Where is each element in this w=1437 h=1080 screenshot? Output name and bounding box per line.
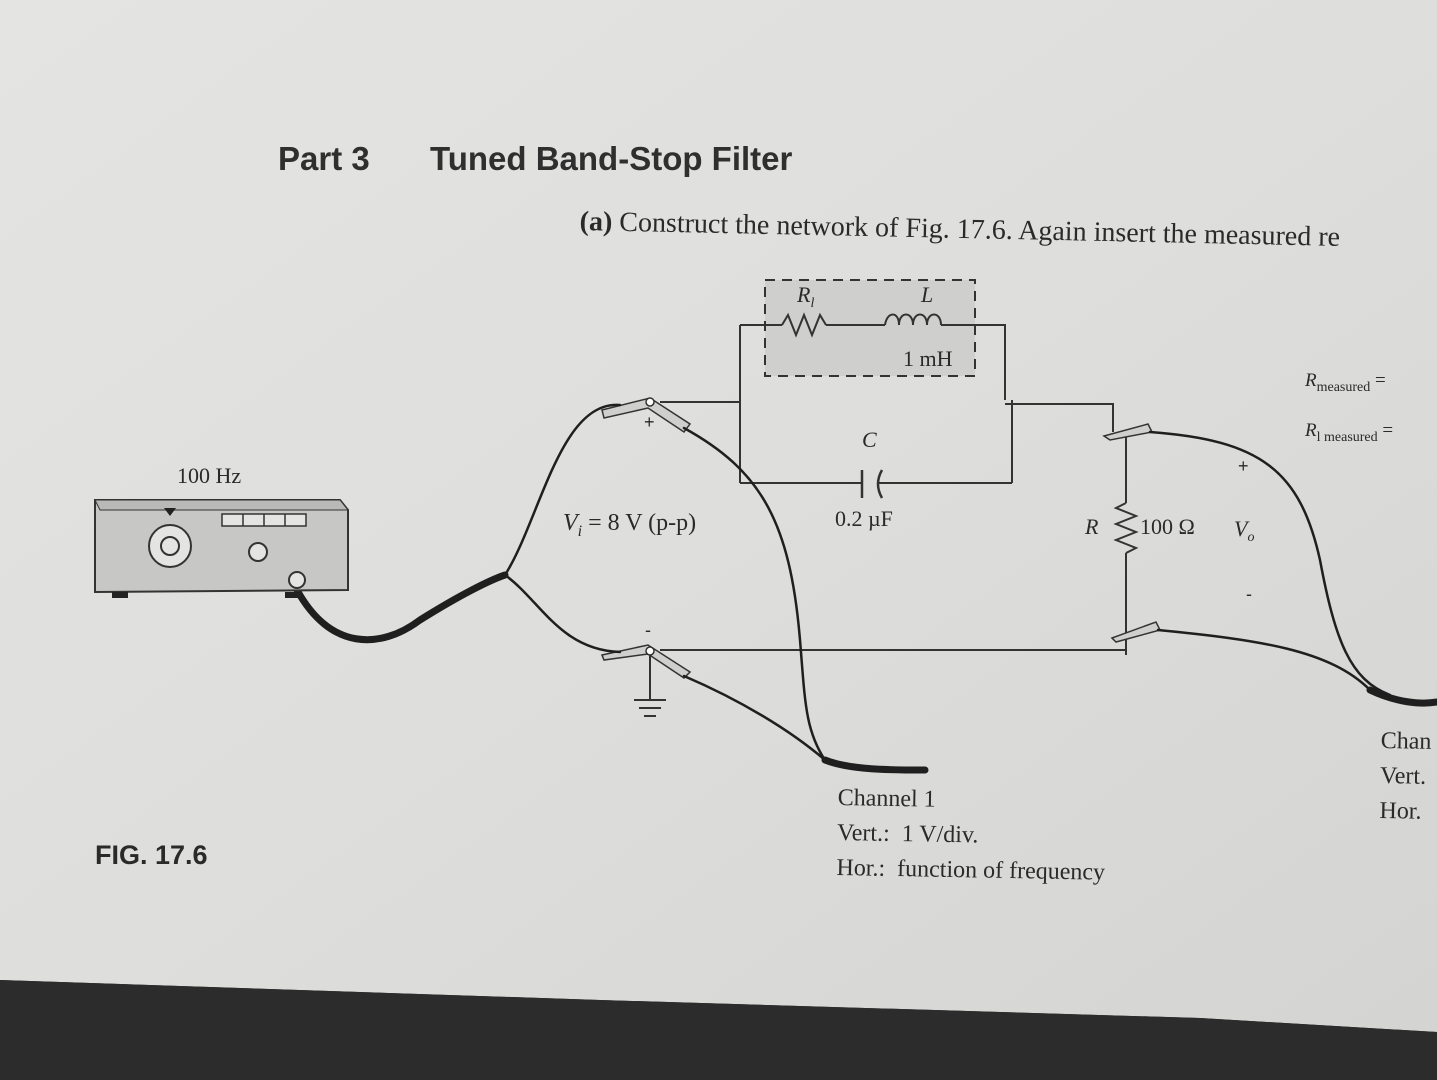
rl-measured-subscript: l measured (1316, 429, 1378, 445)
r-measured-eq: = (1375, 370, 1386, 391)
output-jack (288, 571, 306, 589)
vi-value: = 8 V (p-p) (588, 510, 697, 536)
figure-label: FIG. 17.6 (95, 840, 208, 870)
channel2-cable (1366, 686, 1437, 707)
rl-measured-label: Rl measured = (1305, 420, 1393, 446)
ground-lines (634, 699, 666, 717)
paper-sheet (0, 0, 1437, 1032)
capacitor-plate-curved (876, 469, 884, 499)
channel1-vert: Vert.: 1 V/div. (836, 819, 979, 849)
coil-box (764, 279, 976, 377)
frequency-dial-center (160, 536, 180, 556)
capacitor-label: C (862, 427, 877, 452)
r-measured-label: Rmeasured = (1305, 370, 1386, 396)
vo-subscript: o (1247, 530, 1255, 546)
clip-bottom-left (600, 644, 692, 679)
channel2-settings: Chan Vert. Hor. (1379, 724, 1437, 830)
lead-to-bottom-clip (503, 573, 622, 654)
instruction-label: (a) (579, 206, 613, 238)
function-generator (94, 499, 350, 598)
r-measured-symbol: R (1305, 370, 1317, 391)
top-wire-right (1005, 403, 1114, 432)
generator-foot-right (285, 592, 301, 598)
vi-subscript: i (577, 522, 583, 540)
section-title: Tuned Band-Stop Filter (430, 140, 793, 177)
scope-lead-1a (682, 426, 827, 762)
clip-junction-top (645, 397, 655, 407)
vo-minus-sign: - (1246, 584, 1252, 604)
generator-cable (293, 571, 509, 644)
channel2-title: Chan (1380, 727, 1432, 755)
inductor-symbol (884, 313, 942, 326)
scope-lead-2a (1148, 430, 1392, 697)
channel1-hor: Hor.: function of frequency (836, 854, 1106, 886)
capacitor-value: 0.2 µF (835, 506, 893, 531)
channel1-title: Channel 1 (837, 784, 936, 813)
rl-measured-eq: = (1382, 420, 1394, 441)
generator-top-edge (94, 499, 350, 511)
channel2-vert: Vert. (1379, 762, 1427, 790)
l-to-right (941, 324, 1006, 400)
lead-to-top-clip (503, 403, 622, 577)
generator-foot-left (112, 592, 128, 598)
rl-subscript: l (810, 296, 815, 312)
vo-label: Vo (1234, 516, 1254, 546)
table-surface (0, 980, 1437, 1080)
clip-junction-bottom (645, 646, 655, 656)
load-resistor-label: R (1085, 514, 1099, 539)
part-number: Part 3 (278, 140, 370, 177)
load-resistor-symbol (1113, 502, 1139, 554)
r-measured-subscript: measured (1316, 379, 1371, 395)
rl-symbol: R (797, 282, 811, 307)
vo-symbol: V (1234, 516, 1248, 541)
display-segments (242, 514, 286, 526)
rl-label: Rl (797, 282, 814, 312)
amplitude-knob (248, 542, 268, 562)
resistor-rl-symbol (781, 312, 827, 338)
vi-plus-sign: + (644, 412, 655, 432)
channel2-hor: Hor. (1379, 797, 1422, 825)
scope-lead-2b (1156, 628, 1372, 692)
channel1-settings: Channel 1 Vert.: 1 V/div. Hor.: function… (836, 781, 1106, 891)
vi-minus-sign: - (645, 620, 651, 640)
source-voltage: Vi = 8 V (p-p) (563, 510, 696, 542)
vo-plus-sign: + (1238, 456, 1249, 476)
l-value: 1 mH (903, 346, 953, 371)
scope-lead-1b (682, 674, 827, 762)
l-label: L (921, 282, 934, 307)
load-resistor-value: 100 Ω (1140, 514, 1195, 539)
rl-measured-symbol: R (1305, 420, 1317, 441)
dial-pointer (164, 508, 176, 516)
channel1-cable (821, 756, 929, 774)
vi-symbol: V (563, 510, 578, 536)
generator-frequency: 100 Hz (177, 463, 242, 488)
